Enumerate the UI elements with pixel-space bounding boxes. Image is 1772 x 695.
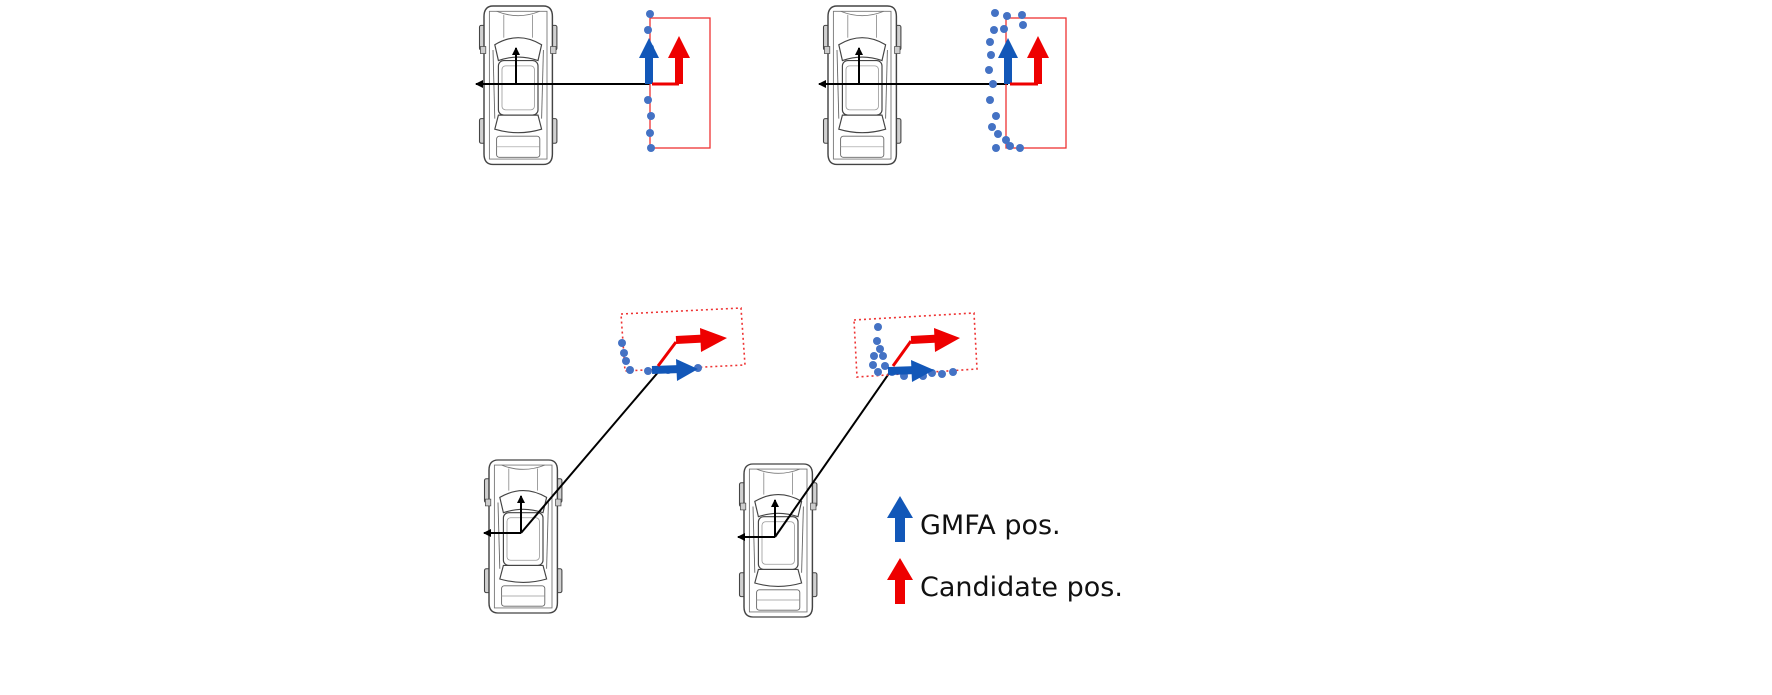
- lidar-points: [985, 9, 1027, 152]
- legend-item-gmfa: GMFA pos.: [887, 496, 1061, 542]
- panel-bottom-right: [737, 312, 978, 618]
- gmfa-pos-arrow: [651, 359, 698, 381]
- ego-car: [822, 5, 902, 166]
- panel-top-left: [475, 5, 711, 166]
- ego-frame: [818, 47, 863, 88]
- gmfa-pos-arrow: [639, 38, 659, 84]
- legend: GMFA pos. Candidate pos.: [887, 496, 1123, 604]
- gmfa-pos-arrow: [998, 38, 1018, 84]
- ego-car: [478, 5, 558, 166]
- ego-car: [738, 463, 818, 618]
- candidate-pos-arrow: [1010, 36, 1049, 86]
- ego-frame: [475, 47, 520, 88]
- legend-item-candidate: Candidate pos.: [887, 558, 1123, 604]
- arrow-up-icon: [887, 496, 913, 542]
- panel-top-right: [818, 5, 1067, 166]
- legend-label-candidate: Candidate pos.: [920, 572, 1123, 603]
- candidate-bounding-box: [853, 312, 978, 378]
- ego-car: [483, 459, 563, 614]
- legend-label-gmfa: GMFA pos.: [920, 510, 1061, 541]
- range-vector: [520, 369, 661, 534]
- range-vector: [774, 371, 891, 538]
- gmfa-pos-arrow: [887, 360, 934, 382]
- candidate-pos-arrow: [652, 36, 690, 86]
- ego-frame: [483, 495, 525, 537]
- candidate-pos-arrow: [656, 328, 727, 367]
- ego-frame: [737, 499, 779, 541]
- arrow-up-icon: [887, 558, 913, 604]
- panel-bottom-left: [483, 307, 746, 614]
- candidate-pos-arrow: [891, 328, 960, 367]
